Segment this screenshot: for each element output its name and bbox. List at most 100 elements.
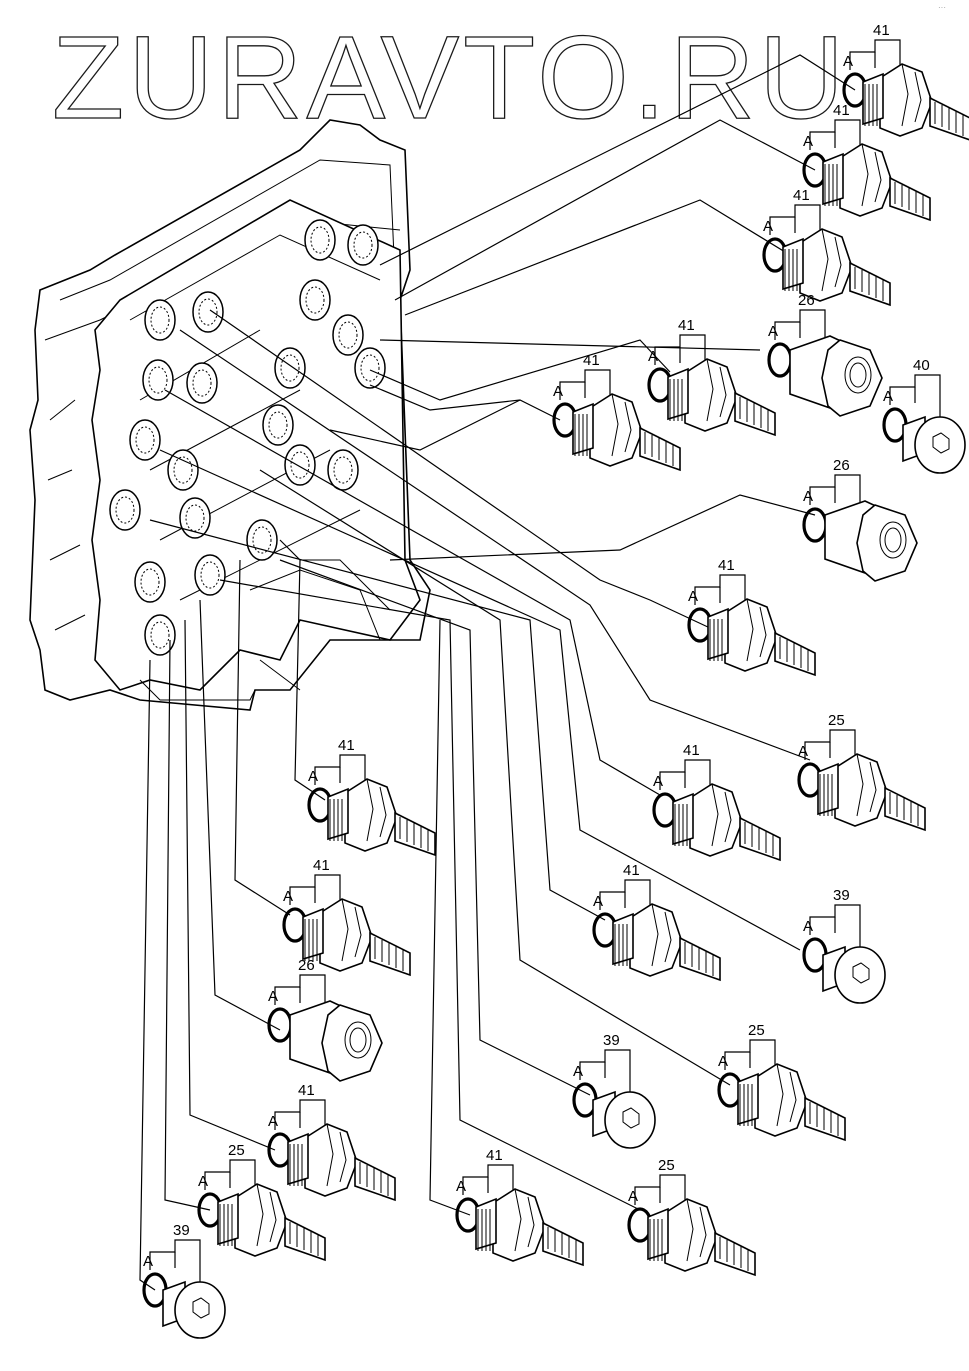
o-ring-icon [767,342,793,378]
fitting-part [572,393,681,472]
o-ring-icon [802,507,828,543]
part-number-label: 41 [486,1147,503,1164]
part-number-label: 41 [683,742,700,759]
callout-bracket [849,39,901,85]
callout-part-25: A 25 [197,1142,326,1262]
ring-label: A [803,133,813,150]
ring-label: A [143,1253,153,1270]
callout-part-26: A 26 [267,957,383,1082]
callout-bracket [274,974,326,1020]
ring-label: A [198,1173,208,1190]
callout-part-41: A 41 [282,857,411,977]
fitting-part [647,1198,756,1277]
fitting-part [862,63,969,141]
part-number-label: 41 [583,352,600,369]
part-number-label: 26 [798,292,815,309]
callout-bracket [724,1039,776,1085]
callout-bracket [462,1164,514,1210]
fitting-part [822,143,931,222]
ring-label: A [456,1178,466,1195]
valve-ports [109,219,386,656]
plug-part [902,415,966,474]
ring-label: A [718,1053,728,1070]
fitting-part [672,783,781,862]
o-ring-icon [267,1007,293,1043]
callout-bracket [559,369,611,415]
part-number-label: 39 [603,1032,620,1049]
part-number-label: 25 [748,1022,765,1039]
adapter-part [824,500,918,582]
part-number-label: 39 [173,1222,190,1239]
part-number-label: 25 [228,1142,245,1159]
part-number-label: 41 [718,557,735,574]
callout-bracket [579,1049,631,1095]
ring-label: A [688,588,698,605]
part-number-label: 41 [298,1082,315,1099]
fitting-part [217,1183,326,1262]
ring-label: A [803,488,813,505]
fitting-part [707,598,816,677]
callout-part-41: A 41 [552,352,681,472]
fitting-part [667,358,776,437]
part-callouts: A41A41A41A41A41A26A40A26A41A25A41A41A39A… [142,22,969,1339]
callout-bracket [659,759,711,805]
fitting-part [737,1063,846,1142]
control-valve-block [29,119,431,711]
callout-part-25: A 25 [627,1157,756,1277]
callout-part-39: A 39 [142,1222,226,1339]
plug-part [592,1090,656,1149]
callout-bracket [889,374,941,420]
part-number-label: 41 [678,317,695,334]
callout-part-41: A 41 [762,187,891,307]
ring-label: A [648,348,658,365]
callout-part-25: A25 [797,712,926,832]
leader-lines [139,54,856,1291]
part-number-label: 26 [833,457,850,474]
adapter-part [289,1000,383,1082]
ring-label: A [268,988,278,1005]
part-number-label: 41 [623,862,640,879]
fitting-part [302,898,411,977]
callout-part-40: A40 [882,357,966,474]
part-number-label: 40 [913,357,930,374]
callout-bracket [654,334,706,380]
ring-label: A [768,323,778,340]
ring-label: A [843,53,853,70]
callout-part-41: A 41 [647,317,776,437]
callout-part-41: A 41 [687,557,816,677]
ring-label: A [803,918,813,935]
corner-mark: ··· [938,3,946,12]
callout-part-41: A 41 [592,862,721,982]
part-number-label: 41 [793,187,810,204]
callout-part-39: A 39 [802,887,886,1004]
fitting-part [327,778,436,857]
part-number-label: 26 [298,957,315,974]
fitting-part [287,1123,396,1202]
callout-bracket [694,574,746,620]
ring-label: A [653,773,663,790]
callout-part-41: A41 [307,737,436,857]
callout-bracket [599,879,651,925]
callout-bracket [314,754,366,800]
callout-bracket [769,204,821,250]
adapter-part [789,335,883,417]
callout-bracket [634,1174,686,1220]
ring-label: A [308,768,318,785]
ring-label: A [283,888,293,905]
callout-bracket [809,474,861,520]
callout-part-39: A39 [572,1032,656,1149]
ring-label: A [593,893,603,910]
ring-label: A [553,383,563,400]
fitting-part [782,228,891,307]
callout-part-26: A 26 [802,457,918,582]
plug-part [822,945,886,1004]
ring-label: A [763,218,773,235]
callout-bracket [274,1099,326,1145]
fitting-part [817,753,926,832]
part-number-label: 39 [833,887,850,904]
part-number-label: 25 [658,1157,675,1174]
callout-part-25: A 25 [717,1022,846,1142]
ring-label: A [628,1188,638,1205]
callout-bracket [774,309,826,355]
part-number-label: 41 [313,857,330,874]
